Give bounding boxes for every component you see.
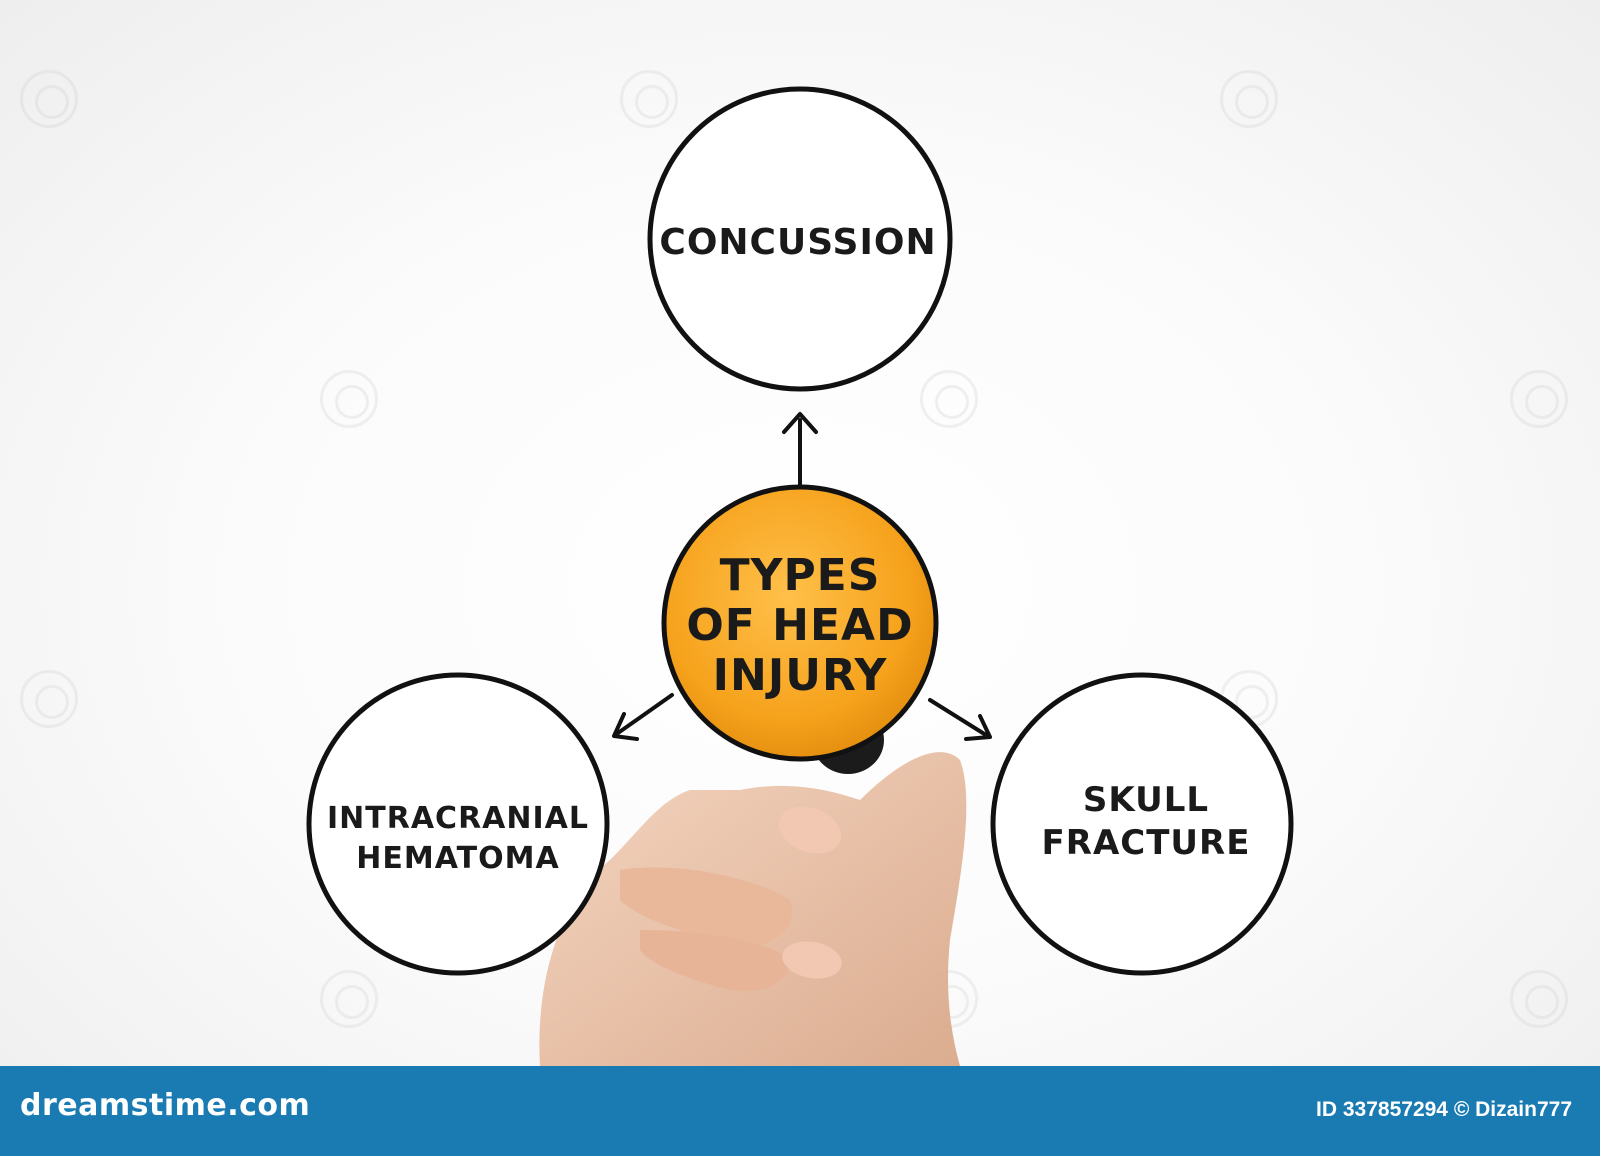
watermark-icon [620,70,678,128]
watermark-icon [1510,370,1568,428]
footer-brand-logo[interactable]: dreamstime.com [20,1088,311,1123]
footer-image-id: ID 337857294 © Dizain777 [1316,1098,1572,1121]
watermark-icon [1510,970,1568,1028]
hand-illustration [539,706,967,1066]
image-canvas: TYPES OF HEAD INJURY CONCUSSION INTRACRA… [0,0,1600,1066]
watermark-icon [320,370,378,428]
connector-lines [612,412,992,741]
node-skull-fracture: SKULL FRACTURE [990,672,1294,976]
node-concussion-label: CONCUSSION [659,222,936,263]
mind-map-diagram: TYPES OF HEAD INJURY CONCUSSION INTRACRA… [306,86,1294,1066]
node-intracranial-hematoma: INTRACRANIAL HEMATOMA [306,672,610,976]
watermark-icon [920,370,978,428]
center-label-line-1: TYPES [720,550,881,601]
node-concussion: CONCUSSION [647,86,953,392]
node-skull-label-line-1: SKULL [1083,780,1209,820]
node-skull-label-line-2: FRACTURE [1042,823,1251,863]
node-intracranial-label-line-1: INTRACRANIAL [327,801,589,836]
watermark-icon [1220,70,1278,128]
watermark-icon [320,970,378,1028]
watermark-footer-bar: dreamstime.com ID 337857294 © Dizain777 [0,1066,1600,1156]
watermark-icon [20,70,78,128]
node-intracranial-label-line-2: HEMATOMA [356,841,559,876]
center-node: TYPES OF HEAD INJURY [661,484,939,762]
center-label-line-2: OF HEAD [686,600,913,651]
center-label-line-3: INJURY [713,650,888,701]
watermark-icon [20,670,78,728]
